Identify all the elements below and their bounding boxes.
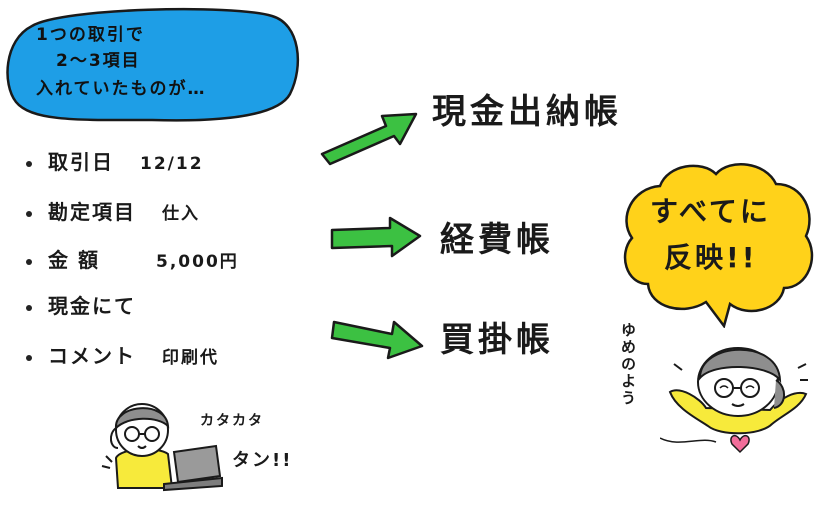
bullet-icon [26, 210, 32, 217]
list-item-trade-date: 取引日 12/12 [26, 146, 204, 175]
typing-sfx: カタカタ [200, 413, 264, 429]
arrow-to-expense-book-icon [330, 216, 422, 258]
arrow-to-cash-book-icon [320, 112, 418, 166]
bullet-icon [26, 160, 32, 167]
bubble-line-3: 入れていたものが… [36, 79, 207, 99]
arrow-to-payable-book-icon [330, 320, 424, 360]
list-item-value: 仕入 [162, 204, 200, 224]
list-item-comment: コメント 印刷代 [26, 340, 219, 369]
payable-book-label: 買掛帳 [440, 320, 554, 360]
reflect-line-2: 反映!! [664, 241, 758, 274]
bullet-icon [26, 354, 32, 361]
cash-book-label: 現金出納帳 [432, 92, 622, 132]
blue-speech-bubble [6, 7, 300, 122]
typing-character-illustration [101, 403, 223, 492]
list-item-label: 勘定項目 [48, 200, 136, 224]
list-item-value: 印刷代 [162, 348, 219, 368]
list-item-label: 現金にて [48, 294, 136, 318]
list-item-cash: 現金にて [26, 290, 162, 319]
yellow-thought-bubble [623, 163, 814, 328]
bullet-icon [26, 304, 32, 311]
list-item-label: 取引日 [48, 150, 114, 174]
bullet-icon [26, 258, 32, 265]
list-item-label: コメント [48, 344, 136, 368]
list-item-value: 12/12 [140, 154, 204, 174]
dream-sfx: ゆめのよう [619, 322, 637, 407]
list-item-amount: 金額 5,000円 [26, 244, 239, 273]
list-item-account: 勘定項目 仕入 [26, 196, 200, 225]
bubble-line-1: 1つの取引で [36, 25, 145, 45]
list-item-value: 5,000円 [156, 252, 239, 272]
bubble-line-2: 2～3項目 [56, 51, 141, 71]
reflect-line-1: すべてに [650, 195, 771, 228]
tap-sfx: タン!! [232, 450, 293, 471]
expense-book-label: 経費帳 [440, 220, 554, 260]
list-item-label: 金額 [48, 248, 108, 272]
happy-character-illustration [660, 347, 808, 454]
